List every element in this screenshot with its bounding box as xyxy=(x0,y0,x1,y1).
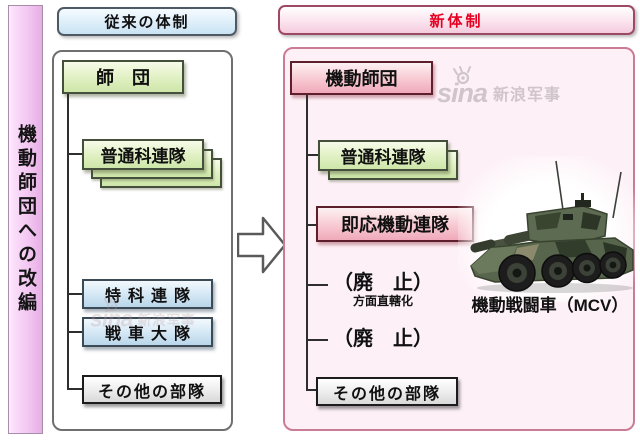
abolished-1-note: 方面直轄化 xyxy=(352,294,413,308)
new-division-box: 機動師団 xyxy=(290,61,433,95)
new-stub-abolished-1 xyxy=(306,284,328,286)
transition-arrow-icon xyxy=(237,216,287,274)
old-system-panel xyxy=(52,50,233,431)
new-infantry-box: 普通科連隊 xyxy=(318,140,448,171)
new-stub-others xyxy=(306,389,316,391)
side-banner-label: 機動師団への改編 xyxy=(15,123,36,316)
old-division-label: 師 団 xyxy=(96,68,150,88)
old-stub-others xyxy=(67,388,83,390)
new-stub-infantry xyxy=(306,154,318,156)
old-stub-artillery xyxy=(67,293,83,295)
new-stub-rapid xyxy=(306,224,316,226)
sina-brand-text: sina xyxy=(437,78,488,108)
new-rapid-label: 即応機動連隊 xyxy=(341,215,449,235)
old-stub-tank xyxy=(67,331,83,333)
side-banner: 機動師団への改編 xyxy=(8,5,43,434)
old-infantry-label: 普通科連隊 xyxy=(100,147,186,166)
old-system-header-label: 従来の体制 xyxy=(104,14,190,31)
new-rapid-box: 即応機動連隊 xyxy=(316,206,474,242)
old-stub-infantry xyxy=(67,153,83,155)
new-division-label: 機動師団 xyxy=(325,69,398,89)
new-others-label: その他の部隊 xyxy=(332,385,441,403)
new-infantry-label: 普通科連隊 xyxy=(340,148,426,167)
sina-eye-icon xyxy=(103,296,119,312)
sina-brand-text: sina xyxy=(90,306,133,332)
old-infantry-box: 普通科連隊 xyxy=(82,139,204,170)
new-system-header: 新体制 xyxy=(278,5,635,35)
sina-watermark: sina 新浪军事 xyxy=(437,66,562,108)
new-system-header-label: 新体制 xyxy=(429,12,484,30)
new-others-box: その他の部隊 xyxy=(316,377,458,406)
mcv-caption: 機動戦闘車（MCV） xyxy=(471,296,629,315)
old-others-label: その他の部隊 xyxy=(97,383,206,401)
new-tree-vline xyxy=(306,95,308,390)
old-tank-label: 戦車大隊 xyxy=(104,326,197,343)
old-tank-box: 戦車大隊 xyxy=(82,317,213,347)
old-others-box: その他の部隊 xyxy=(82,375,222,404)
old-artillery-box: 特科連隊 xyxy=(82,279,213,309)
old-tree-vline xyxy=(67,94,69,390)
old-artillery-label: 特科連隊 xyxy=(104,288,197,305)
old-system-header: 従来の体制 xyxy=(57,7,237,36)
new-stub-abolished-2 xyxy=(306,339,328,341)
sina-eye-icon xyxy=(453,66,471,84)
sina-watermark-faint: sina 新浪军事 xyxy=(90,296,196,332)
abolished-2-label: （廃 止） xyxy=(333,328,433,350)
old-division-box: 師 団 xyxy=(62,60,184,94)
sina-cn-text: 新浪军事 xyxy=(493,87,562,104)
abolished-1-label: （廃 止） xyxy=(333,272,433,294)
sina-cn-text: 新浪军事 xyxy=(137,313,196,329)
mcv-photo xyxy=(470,160,634,293)
